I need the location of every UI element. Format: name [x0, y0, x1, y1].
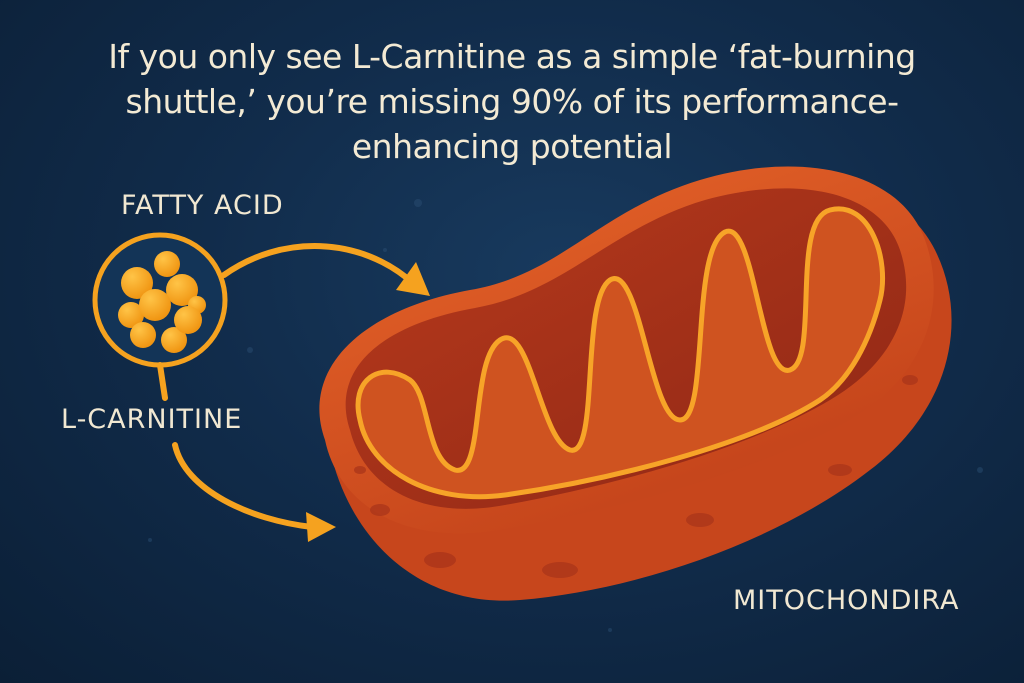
- mitochondria-label: MITOCHONDIRA: [733, 585, 960, 616]
- headline-line-2: shuttle,’ you’re missing 90% of its perf…: [125, 82, 900, 121]
- l-carnitine-label: L-CARNITINE: [61, 404, 243, 435]
- background-specks: [148, 199, 983, 632]
- headline-line-3: enhancing potential: [351, 127, 673, 166]
- fatty-acid-arrow-icon: [221, 243, 430, 296]
- headline: If you only see L-Carnitine as a simple …: [0, 34, 1024, 169]
- cristae-icon: [355, 206, 886, 500]
- fatty-acid-icon: [92, 232, 228, 368]
- headline-line-1: If you only see L-Carnitine as a simple …: [108, 37, 916, 76]
- mitochondrion-illustration: [319, 166, 952, 601]
- fatty-acid-label: FATTY ACID: [121, 190, 284, 221]
- carnitine-connector-icon: [157, 362, 336, 542]
